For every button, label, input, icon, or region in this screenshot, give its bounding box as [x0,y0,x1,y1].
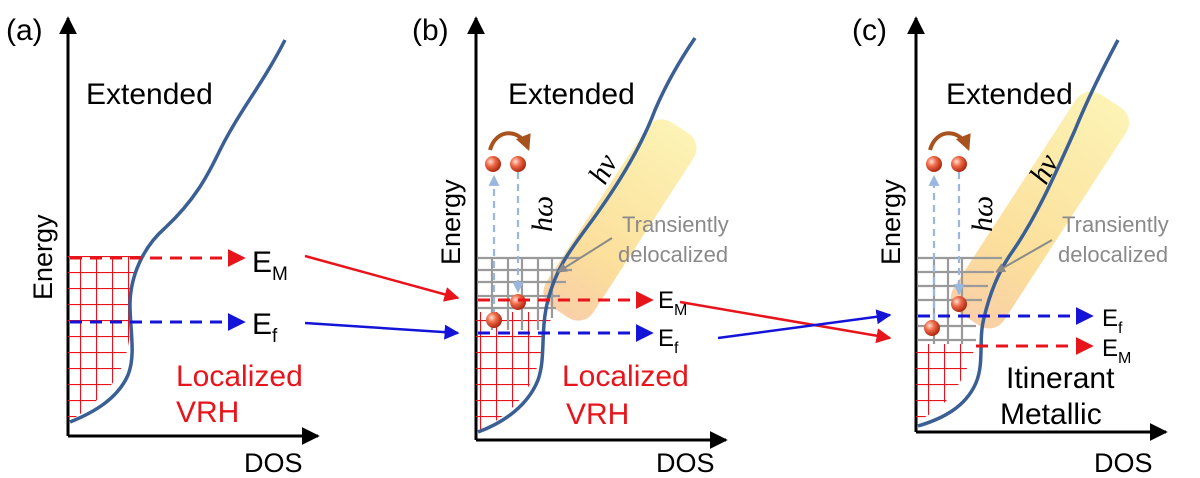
panel-b: (b) Energy DOS Extended [412,14,729,478]
transfer-arrow-ef-b-c [717,309,892,340]
panel-c-hw-label: hω [966,196,999,232]
panel-c-electron-top-right [951,156,967,172]
panel-b-transient-pointer [557,237,613,273]
panel-b-electron-top-right [510,156,526,172]
panel-c-extended-label: Extended [946,78,1073,111]
panel-b-tag: (b) [412,14,449,47]
panel-b-localized-label: Localized [562,360,689,393]
panel-b-electron-ef [486,312,502,328]
panel-b-vrh-label: VRH [566,398,629,431]
panel-b-localized-grid [476,312,555,432]
panel-c-metallic-label: Metallic [1000,398,1102,431]
panel-b-y-label: Energy [436,179,466,265]
panel-a-x-label: DOS [244,448,303,478]
panel-a: (a) Energy DOS Extended EM Ef Localized … [6,14,320,478]
panel-c-transient-label-1: Transiently [1062,212,1169,237]
panel-a-dos-curve [69,39,287,424]
panel-c-y-label: Energy [876,179,906,265]
panel-b-x-label: DOS [656,448,715,478]
panel-a-localized-grid [68,256,145,422]
panel-c-electron-lower [924,320,940,336]
panel-a-vrh-label: VRH [176,396,239,429]
panel-a-ef-label: Ef [252,308,278,347]
panel-b-electron-em [510,294,526,310]
panel-b-extended-label: Extended [508,78,635,111]
panel-c: (c) Energy DOS Extended [852,14,1169,478]
transfer-arrow-ef-a-b [304,321,460,340]
panel-b-ef-label: Ef [658,325,679,357]
panel-b-transient-label-1: Transiently [622,212,729,237]
panel-b-em-label: EM [658,287,687,319]
panel-b-hv-highlight [543,119,697,321]
panel-a-tag: (a) [6,14,43,47]
panel-c-tag: (c) [852,14,887,47]
panel-c-transient-label-2: delocalized [1058,242,1168,267]
panel-a-extended-label: Extended [86,78,213,111]
panel-a-em-label: EM [252,246,288,285]
panel-c-electron-top-left [926,156,942,172]
transfer-arrow-em-b-c [679,300,892,344]
panel-a-localized-label: Localized [176,360,303,393]
panel-c-electron-upper [951,296,967,312]
panel-b-hop-arrow [488,131,531,151]
panel-b-hw-label: hω [526,196,559,232]
panel-c-transient-pointer [995,239,1053,273]
panel-b-dos-curve [477,37,697,434]
panel-b-electron-top-left [485,156,501,172]
transfer-arrow-em-a-b [304,254,460,302]
panel-c-hop-arrow [928,131,971,151]
panel-c-ef-label: Ef [1102,305,1123,337]
panel-a-y-label: Energy [28,214,58,300]
panel-c-em-label: EM [1102,335,1131,367]
panel-b-transient-label-2: delocalized [618,242,728,267]
panel-c-x-label: DOS [1094,448,1153,478]
panel-c-itinerant-label: Itinerant [1006,362,1115,395]
